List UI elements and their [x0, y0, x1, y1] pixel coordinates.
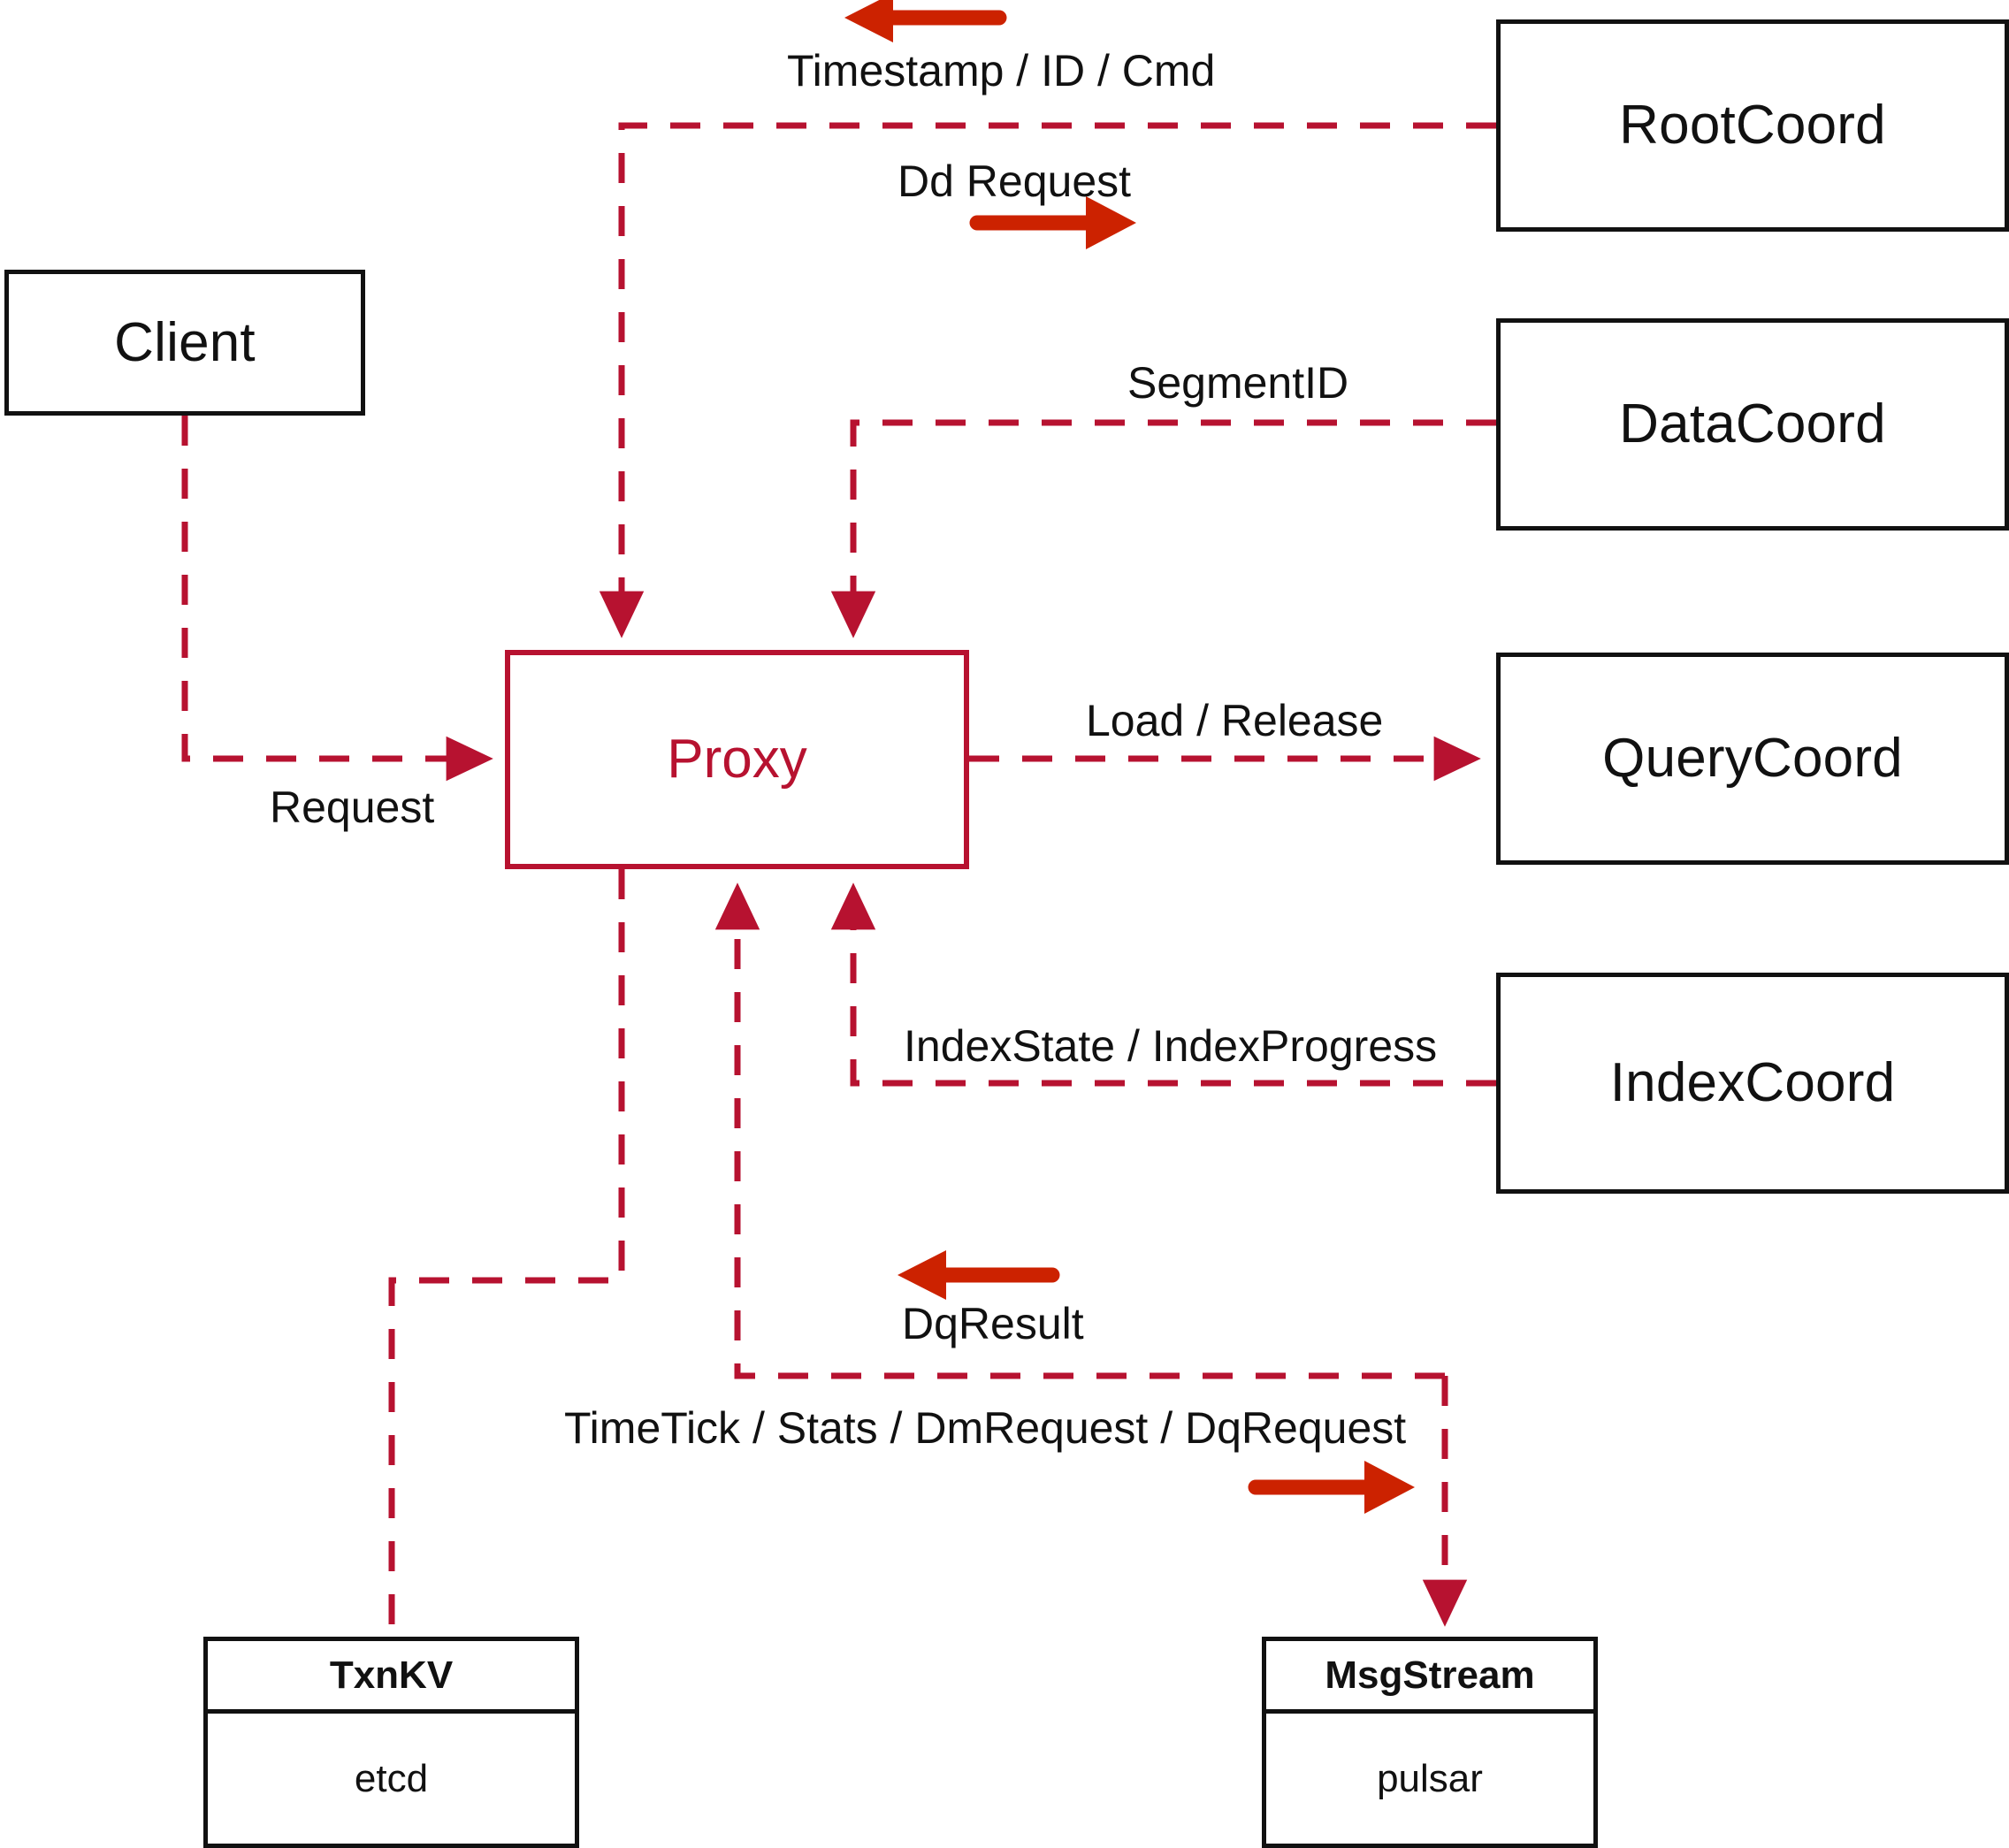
node-txnkv-header: TxnKV: [208, 1641, 575, 1714]
edge-label-dd-request: Dd Request: [898, 157, 1132, 206]
node-querycoord-label: QueryCoord: [1602, 728, 1903, 789]
wire-rootcoord-proxy: [599, 122, 1496, 638]
node-querycoord[interactable]: QueryCoord: [1496, 653, 2009, 865]
edge-label-timetick-stats-dm-dq: TimeTick / Stats / DmRequest / DqRequest: [564, 1403, 1407, 1453]
node-proxy-label: Proxy: [667, 729, 807, 790]
edge-label-index-state-progress: IndexState / IndexProgress: [904, 1021, 1438, 1071]
solid-arrow-timestamp-left: [844, 0, 1007, 42]
node-datacoord[interactable]: DataCoord: [1496, 318, 2009, 531]
node-msgstream-body: pulsar: [1377, 1756, 1483, 1800]
edge-label-load-release: Load / Release: [1086, 696, 1384, 745]
wire-proxy-txnkv: [388, 869, 625, 1637]
node-txnkv-body: etcd: [354, 1756, 429, 1800]
wire-indexcoord-proxy: [830, 882, 1496, 1087]
solid-arrow-dqresult-left: [898, 1250, 1060, 1300]
wire-msgstream-dqresult-proxy: [714, 882, 1445, 1379]
node-client[interactable]: Client: [4, 270, 365, 416]
edge-label-request: Request: [270, 783, 435, 832]
node-client-label: Client: [114, 311, 256, 373]
solid-arrow-dqrequest-right: [1248, 1461, 1415, 1514]
edge-label-timestamp-id-cmd: Timestamp / ID / Cmd: [787, 46, 1216, 95]
node-rootcoord-label: RootCoord: [1619, 95, 1886, 156]
edge-label-dq-result: DqResult: [902, 1299, 1084, 1348]
wire-client-proxy: [181, 416, 493, 782]
node-msgstream[interactable]: MsgStream pulsar: [1262, 1637, 1598, 1848]
node-txnkv[interactable]: TxnKV etcd: [203, 1637, 579, 1848]
node-indexcoord-label: IndexCoord: [1609, 1052, 1896, 1113]
solid-arrow-dd-request-right: [969, 196, 1136, 249]
node-proxy[interactable]: Proxy: [505, 650, 969, 869]
node-datacoord-label: DataCoord: [1619, 393, 1886, 454]
edge-label-segment-id: SegmentID: [1127, 358, 1349, 408]
node-rootcoord[interactable]: RootCoord: [1496, 19, 2009, 232]
node-msgstream-header: MsgStream: [1266, 1641, 1593, 1714]
node-indexcoord[interactable]: IndexCoord: [1496, 973, 2009, 1194]
wire-datacoord-proxy: [830, 419, 1496, 638]
